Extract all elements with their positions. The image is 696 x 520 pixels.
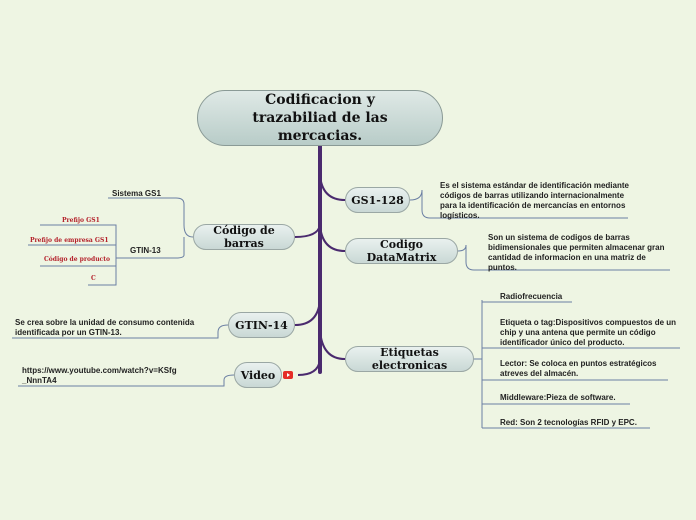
note-gtin-13: GTIN-13: [130, 246, 161, 255]
note-datamatrix: Son un sistema de codigos de barras bidi…: [488, 233, 665, 272]
branch-gs1-128[interactable]: GS1-128: [345, 187, 410, 213]
note-sistema-gs1: Sistema GS1: [112, 189, 161, 198]
note-radiofrecuencia: Radiofrecuencia: [500, 292, 563, 301]
branch-gtin-14[interactable]: GTIN-14: [228, 312, 295, 338]
note-prefijo-gs1: Prefijo GS1: [62, 217, 100, 224]
note-codigo-producto: Código de producto: [44, 256, 110, 263]
note-etiqueta-tag: Etiqueta o tag:Dispositivos compuestos d…: [500, 318, 677, 347]
note-c: C: [91, 275, 96, 282]
branch-codigo-de-barras[interactable]: Código de barras: [193, 224, 295, 250]
note-gs1-128: Es el sistema estándar de identificación…: [440, 181, 629, 220]
youtube-icon[interactable]: [283, 371, 293, 379]
note-lector: Lector: Se coloca en puntos estratégicos…: [500, 359, 657, 378]
branch-etiquetas-electronicas[interactable]: Etiquetas electronicas: [345, 346, 474, 372]
branch-video[interactable]: Video: [234, 362, 282, 388]
note-video-url[interactable]: https://www.youtube.com/watch?v=KSfg_Nnn…: [22, 366, 177, 385]
note-gtin-14: Se crea sobre la unidad de consumo conte…: [15, 318, 195, 337]
note-prefijo-empresa: Prefijo de empresa GS1: [30, 237, 109, 244]
note-middleware: Middleware:Pieza de software.: [500, 393, 616, 402]
note-red: Red: Son 2 tecnologías RFID y EPC.: [500, 418, 637, 427]
central-topic[interactable]: Codificacion y trazabiliad de las mercac…: [197, 90, 443, 146]
branch-codigo-datamatrix[interactable]: Codigo DataMatrix: [345, 238, 458, 264]
